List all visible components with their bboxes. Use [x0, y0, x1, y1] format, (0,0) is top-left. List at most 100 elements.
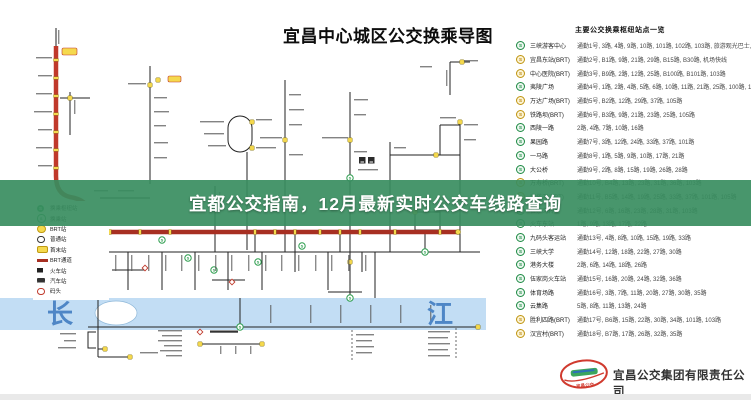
transfer-hub-icon: S — [516, 260, 525, 270]
legend-item: 汽车站 — [33, 276, 109, 286]
svg-text:S: S — [187, 256, 190, 261]
hub-routes: 5路, 8路, 11路, 13路, 24路 — [577, 304, 647, 311]
hub-row: S 宜昌东站(BRT) 通勤2号, B1路, 9路, 21路, 29路, B15… — [489, 53, 751, 67]
hub-routes: 通勤5号, B2路, 12路, 29路, 37路, 105路 — [577, 99, 683, 106]
hub-routes: 2路, 6路, 14路, 18路, 26路 — [577, 263, 648, 270]
transfer-hub-icon: S — [516, 150, 525, 160]
logo-text: 宜昌公交 — [576, 381, 595, 390]
hub-name: 西陵一路 — [530, 126, 555, 133]
transfer-hub-icon: S — [516, 96, 525, 106]
hub-name: 中心医院(BRT) — [530, 71, 570, 78]
hub-name: 港务大楼 — [530, 263, 555, 270]
hub-routes: 通勤13号, 4路, 8路, 10路, 15路, 19路, 33路 — [577, 235, 692, 242]
svg-text:S: S — [239, 325, 242, 330]
bottom-strip — [0, 394, 751, 400]
transfer-hub-icon: S — [516, 274, 525, 284]
hub-routes: 通勤8号, 1路, 5路, 9路, 10路, 17路, 21路 — [577, 153, 685, 160]
hub-row: S 体育场路 通勤16号, 3路, 7路, 11路, 20路, 27路, 30路… — [489, 285, 751, 299]
hub-name: 大公桥 — [530, 167, 549, 174]
transfer-hub-icon: S — [516, 328, 525, 338]
hub-row: S 九码头客运站 通勤13号, 4路, 8路, 10路, 15路, 19路, 3… — [489, 231, 751, 245]
hub-routes: 通勤18号, B7路, 17路, 26路, 32路, 35路 — [577, 331, 683, 338]
transfer-hub-icon: S — [516, 82, 525, 92]
hub-row: S 大公桥 通勤9号, 2路, 8路, 15路, 19路, 26路, 28路 — [489, 162, 751, 176]
hub-routes: 通勤6号, B3路, 9路, 21路, 23路, 25路, 105路 — [577, 112, 696, 119]
hub-row: S 云集路 5路, 8路, 11路, 13路, 24路 — [489, 299, 751, 313]
ferry-icon — [37, 287, 45, 296]
terminus-icon — [37, 246, 48, 254]
transfer-hub-icon: S — [516, 315, 525, 325]
legend-item: BRT通道 — [33, 255, 109, 265]
hub-routes: 通勤16号, 3路, 7路, 11路, 20路, 27路, 30路, 35路 — [577, 290, 707, 297]
hub-routes: 通勤4号, 1路, 2路, 4路, 5路, 6路, 10路, 11路, 21路,… — [577, 85, 751, 92]
river-right-label: 江 — [427, 299, 453, 329]
hub-routes: 通勤14号, 12路, 18路, 22路, 27路, 30路 — [577, 249, 682, 256]
svg-text:S: S — [424, 250, 427, 255]
regular-station-icon — [37, 235, 45, 244]
hub-routes: 通勤1号, 3路, 4路, 9路, 10路, 101路, 102路, 103路,… — [577, 44, 751, 51]
svg-text:S: S — [349, 296, 352, 301]
svg-text:S: S — [349, 176, 352, 181]
brt-corridor-icon — [37, 258, 48, 262]
legend-label: 普通站 — [50, 237, 67, 244]
hub-name: 铁路坝(BRT) — [530, 112, 564, 119]
svg-text:S: S — [213, 268, 216, 273]
hub-routes: 通勤7号, 3路, 12路, 24路, 33路, 37路, 101路 — [577, 140, 695, 147]
legend-label: BRT通道 — [50, 258, 72, 265]
hub-name: 万达广场(BRT) — [530, 99, 570, 106]
hub-routes: 通勤2号, B1路, 9路, 21路, 29路, B15路, B30路, 机场快… — [577, 58, 728, 65]
transfer-hub-icon: S — [516, 109, 525, 119]
legend-label: BRT站 — [50, 226, 67, 233]
hub-routes: 通勤17号, B6路, 15路, 22路, 30路, 34路, 101路, 10… — [577, 318, 722, 325]
hub-row: S 西陵一路 2路, 4路, 7路, 10路, 16路 — [489, 121, 751, 135]
hub-name: 一马路 — [530, 153, 549, 160]
hub-name: 夷陵广场 — [530, 85, 555, 92]
transfer-hub-icon: S — [516, 301, 525, 311]
svg-text:S: S — [301, 244, 304, 249]
hub-row: S 中心医院(BRT) 通勤3号, B9路, 2路, 12路, 25路, B10… — [489, 66, 751, 80]
hub-row: S 铁路坝(BRT) 通勤6号, B3路, 9路, 21路, 23路, 25路,… — [489, 107, 751, 121]
svg-text:S: S — [257, 260, 260, 265]
river-left-label: 长 — [47, 299, 74, 329]
hub-row: S 胜利四路(BRT) 通勤17号, B6路, 15路, 22路, 30路, 3… — [489, 313, 751, 327]
hub-row: S 三峡大学 通勤14号, 12路, 18路, 22路, 27路, 30路 — [489, 244, 751, 258]
hub-name: 果园路 — [530, 140, 549, 147]
hub-name: 汉宜村(BRT) — [530, 331, 564, 338]
hub-name: 三峡游客中心 — [530, 44, 567, 51]
hub-row: S 一马路 通勤8号, 1路, 5路, 9路, 10路, 17路, 21路 — [489, 149, 751, 163]
legend-label: 码头 — [50, 289, 62, 296]
hub-name: 三峡大学 — [530, 249, 555, 256]
legend-item: 码头 — [33, 286, 109, 296]
hub-name: 胜利四路(BRT) — [530, 318, 570, 325]
hub-routes-panel: 主要公交换乘枢纽站点一览 S 三峡游客中心 通勤1号, 3路, 4路, 9路, … — [489, 0, 751, 340]
hub-row: S 港务大楼 2路, 6路, 14路, 18路, 26路 — [489, 258, 751, 272]
transfer-hub-icon: S — [516, 246, 525, 256]
hub-routes: 通勤9号, 2路, 8路, 15路, 19路, 26路, 28路 — [577, 167, 688, 174]
hub-row: S 果园路 通勤7号, 3路, 12路, 24路, 33路, 37路, 101路 — [489, 135, 751, 149]
transfer-hub-icon: S — [516, 41, 525, 51]
hub-name: 九码头客运站 — [530, 235, 567, 242]
bus-company-logo: 宜昌公交 — [559, 359, 608, 390]
railway-station-icon — [37, 267, 43, 274]
transfer-hub-icon: S — [516, 287, 525, 297]
hub-routes: 通勤15号, 16路, 20路, 24路, 32路, 36路 — [577, 277, 682, 284]
page-title: 宜昌中心城区公交换乘导图 — [283, 27, 493, 46]
legend-label: 汽车站 — [50, 278, 67, 285]
legend-item: 普通站 — [33, 234, 109, 244]
legend-label: 火车站 — [50, 268, 67, 275]
transfer-hub-icon: S — [516, 164, 525, 174]
transfer-hub-icon: S — [516, 123, 525, 133]
legend-item: 火车站 — [33, 265, 109, 275]
company-name: 宜昌公交集团有限责任公司 — [613, 370, 745, 398]
panel-title: 主要公交换乘枢纽站点一览 — [575, 27, 665, 34]
transfer-hub-icon: S — [516, 137, 525, 147]
hub-name: 宜昌东站(BRT) — [530, 58, 570, 65]
hub-row: S 夷陵广场 通勤4号, 1路, 2路, 4路, 5路, 6路, 10路, 11… — [489, 80, 751, 94]
hub-row: S 万达广场(BRT) 通勤5号, B2路, 12路, 29路, 37路, 10… — [489, 94, 751, 108]
transfer-hub-icon: S — [516, 68, 525, 78]
hub-row: S 伍家岗火车站 通勤15号, 16路, 20路, 24路, 32路, 36路 — [489, 272, 751, 286]
overlay-banner: 宜都公交指南，12月最新实时公交车线路查询 — [0, 180, 751, 226]
legend-item: 首末站 — [33, 245, 109, 255]
hub-name: 云集路 — [530, 304, 549, 311]
